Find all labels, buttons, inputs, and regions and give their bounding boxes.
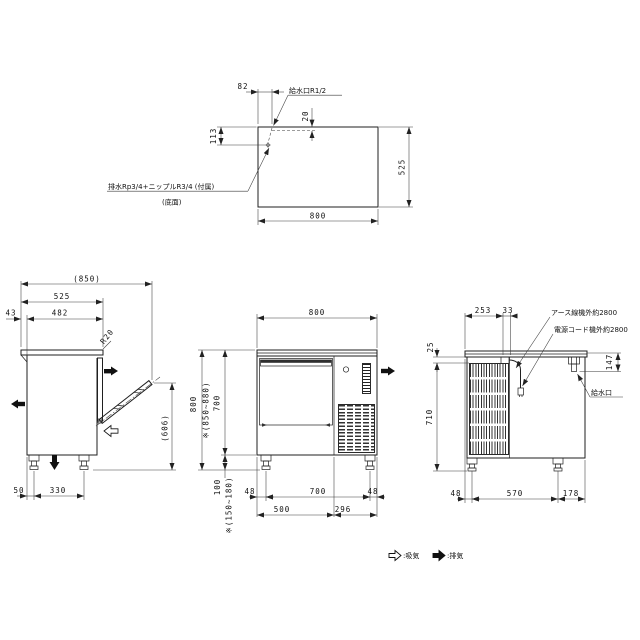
front-door bbox=[259, 358, 333, 426]
dim-296: 296 bbox=[335, 505, 352, 514]
dim-178: 178 bbox=[563, 489, 580, 498]
exhaust-arrow-bottom bbox=[49, 455, 60, 470]
side-countertop bbox=[20, 349, 104, 356]
exhaust-arrow-rear bbox=[11, 399, 25, 409]
dim-330: 330 bbox=[50, 486, 67, 495]
front-body bbox=[256, 355, 378, 456]
side-door-closed bbox=[97, 357, 103, 422]
front-button-hole bbox=[342, 366, 350, 373]
dim-570: 570 bbox=[507, 489, 524, 498]
dim-525-top: 525 bbox=[398, 159, 407, 176]
dim-253: 253 bbox=[475, 306, 492, 315]
dim-850: (850) bbox=[73, 275, 101, 284]
water-port-label: 給水口R1/2 bbox=[289, 86, 326, 95]
side-legs bbox=[28, 454, 90, 470]
dim-leg-adj: ※(150~180) bbox=[225, 477, 234, 534]
drain-label: 排水Rp3/4+ニップルR3/4 (付属) bbox=[108, 182, 215, 191]
earth-wire bbox=[504, 363, 508, 372]
dim-113: 113 bbox=[209, 128, 218, 145]
dim-800-front: 800 bbox=[309, 308, 326, 317]
dim-r20: R20 bbox=[98, 327, 115, 346]
dim-82: 82 bbox=[237, 82, 248, 91]
dim-43: 43 bbox=[5, 309, 16, 318]
dim-606: (606) bbox=[161, 414, 170, 442]
dim-482: 482 bbox=[52, 309, 69, 318]
intake-arrow bbox=[103, 424, 119, 438]
water-inlet-label: 給水口 bbox=[591, 388, 612, 397]
dim-700-height: 700 bbox=[213, 395, 222, 412]
exhaust-arrow-front-view bbox=[381, 366, 395, 376]
dim-height-800: 800 bbox=[189, 396, 198, 413]
water-inlet-fitting bbox=[568, 356, 580, 372]
dim-48-rear: 48 bbox=[450, 489, 461, 498]
legend-exhaust-label: :排気 bbox=[447, 551, 463, 560]
rear-body bbox=[466, 356, 586, 459]
top-view: 82 20 113 525 800 給水口R1/2 排水Rp3/4+ニップルR3… bbox=[107, 82, 413, 225]
legend-intake-arrow-icon bbox=[388, 549, 402, 562]
dim-147: 147 bbox=[605, 354, 614, 371]
front-legs bbox=[260, 454, 376, 470]
airflow-legend: :吸気 :排気 bbox=[388, 549, 463, 562]
dim-leg-100: 100 bbox=[213, 479, 222, 496]
dim-48-right: 48 bbox=[367, 487, 378, 496]
dim-525-side: 525 bbox=[54, 292, 71, 301]
legend-exhaust-arrow-icon bbox=[432, 549, 446, 562]
drain-note-label: (底面) bbox=[162, 198, 182, 207]
top-view-outline bbox=[257, 126, 379, 208]
dim-50: 50 bbox=[13, 486, 24, 495]
dim-25: 25 bbox=[426, 341, 435, 352]
dim-800-top: 800 bbox=[310, 212, 327, 221]
power-plug bbox=[517, 387, 524, 397]
legend-intake-label: :吸気 bbox=[403, 551, 419, 560]
dim-700-pitch: 700 bbox=[310, 487, 327, 496]
earth-wire-label: アース線機外約2800 bbox=[551, 308, 617, 317]
dim-710: 710 bbox=[425, 409, 434, 426]
drain-port-mark bbox=[265, 142, 271, 148]
side-view: (850) 525 43 482 R20 (606) 50 330 bbox=[5, 275, 176, 500]
dim-33: 33 bbox=[502, 306, 513, 315]
dim-500: 500 bbox=[274, 505, 291, 514]
rear-legs bbox=[466, 457, 564, 472]
dim-48-left: 48 bbox=[244, 487, 255, 496]
power-cord-label: 電源コード機外約2800 bbox=[554, 325, 628, 334]
dim-20: 20 bbox=[301, 110, 310, 121]
exhaust-arrow-front bbox=[104, 366, 118, 376]
front-view: 800 800 ※(850~880) 700 100 ※(150~180) 48… bbox=[189, 308, 395, 533]
rear-view: 253 33 25 710 147 48 570 178 アース線機外約2800… bbox=[425, 306, 628, 503]
dim-height-adj: ※(850~880) bbox=[202, 382, 211, 439]
side-body bbox=[26, 355, 98, 456]
side-door-open bbox=[98, 379, 153, 425]
cord-entry-box bbox=[500, 356, 510, 364]
